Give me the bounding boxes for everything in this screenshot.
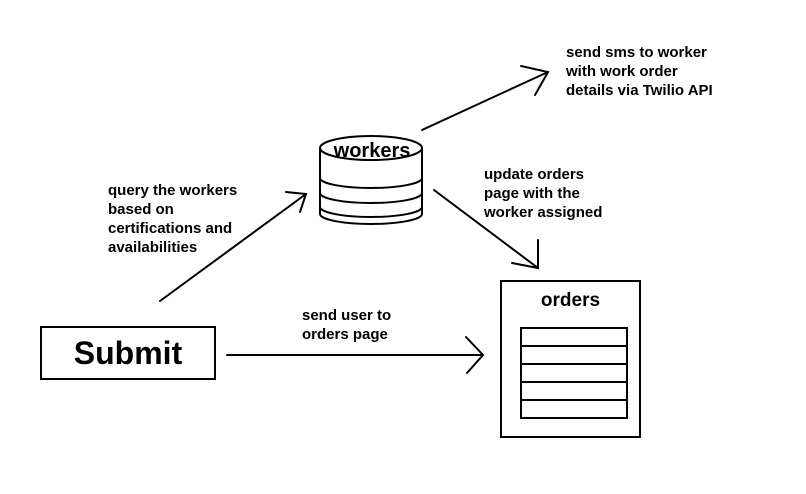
table-row	[522, 347, 626, 365]
send-user-label: send user to orders page	[302, 307, 392, 343]
orders-table	[520, 327, 628, 419]
arrow-send-sms	[421, 65, 550, 131]
table-row	[522, 365, 626, 383]
table-row	[522, 329, 626, 347]
submit-button[interactable]: Submit	[40, 326, 216, 380]
table-row	[522, 401, 626, 417]
arrow-query-workers	[159, 191, 308, 302]
table-row	[522, 383, 626, 401]
workers-database-icon	[319, 135, 423, 225]
arrow-update-orders	[433, 189, 539, 270]
arrow-send-user	[226, 336, 485, 374]
orders-page-title: orders	[540, 290, 601, 311]
update-orders-label: update orders page with the worker assig…	[484, 166, 603, 221]
orders-page-box: orders	[500, 280, 641, 438]
workers-database-label: workers	[333, 140, 411, 162]
send-sms-label: send sms to worker with work order detai…	[566, 44, 713, 99]
query-workers-label: query the workers based on certification…	[108, 182, 238, 256]
